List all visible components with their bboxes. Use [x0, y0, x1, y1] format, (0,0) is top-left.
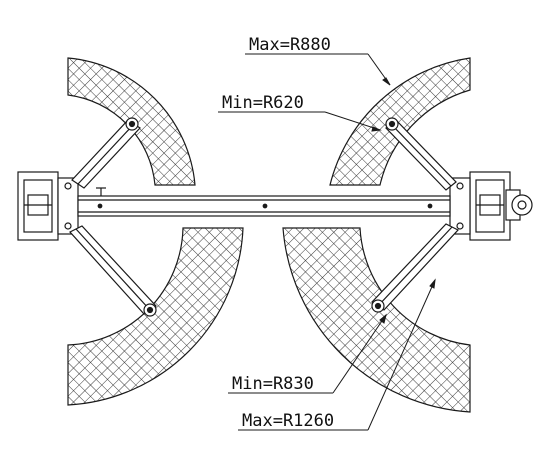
leader-min-rear	[228, 313, 387, 394]
motor-unit	[505, 189, 533, 221]
swing-zone-upper-right	[329, 57, 471, 186]
label-max-r880: Max=R880	[249, 35, 331, 55]
label-min-r620: Min=R620	[222, 93, 304, 113]
swing-zone-lower-right	[282, 227, 471, 413]
leader-max-front	[245, 53, 391, 86]
left-column	[17, 171, 79, 241]
lift-arms	[69, 117, 459, 317]
label-min-r830: Min=R830	[232, 374, 314, 394]
overhead-beam	[77, 187, 451, 217]
arm-lower-left	[69, 225, 157, 317]
dimension-leaders	[218, 53, 436, 431]
right-column	[449, 171, 533, 241]
leader-min-front	[218, 111, 382, 132]
arm-upper-left	[71, 117, 141, 189]
arm-lower-right	[371, 223, 459, 313]
swing-zones	[67, 57, 471, 413]
label-max-r1260: Max=R1260	[242, 411, 334, 431]
arm-upper-right	[385, 117, 457, 191]
swing-zone-lower-left	[67, 227, 244, 406]
leader-max-rear	[238, 278, 436, 431]
